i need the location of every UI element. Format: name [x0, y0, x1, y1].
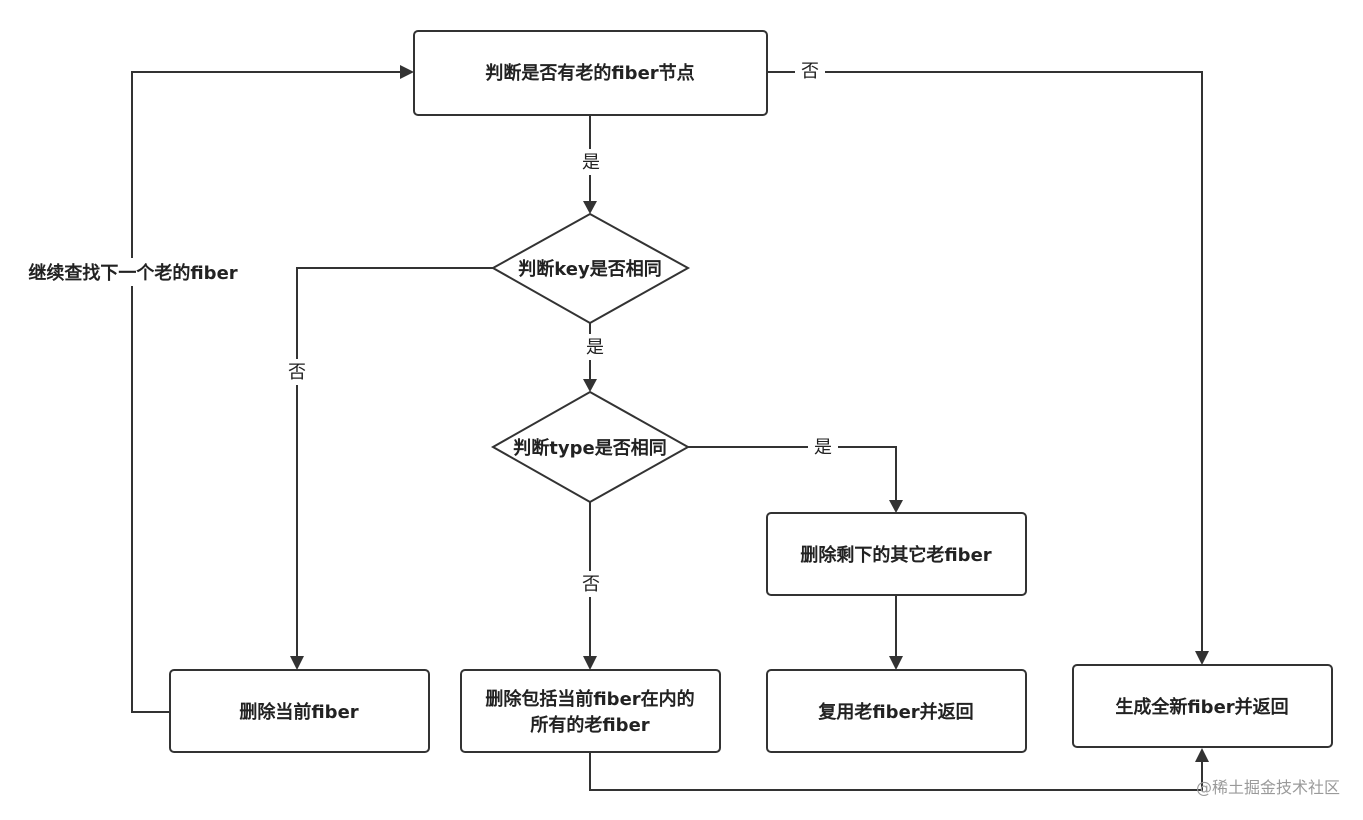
edge-label-key-no: 否: [288, 362, 306, 383]
node-check-key: 判断key是否相同: [490, 212, 691, 325]
arrowhead-reuse: [889, 656, 903, 670]
arrowhead-type: [583, 379, 597, 392]
arrowhead-delete-current: [290, 656, 304, 670]
edge-label-key-yes: 是: [586, 337, 604, 358]
watermark-text: @稀土掘金技术社区: [1196, 778, 1340, 797]
node-delete-current-label: 删除当前fiber: [239, 701, 358, 723]
node-delete-rest: 删除剩下的其它老fiber: [766, 512, 1027, 596]
node-create-new: 生成全新fiber并返回: [1072, 664, 1333, 748]
node-delete-rest-label: 删除剩下的其它老fiber: [800, 544, 991, 566]
node-create-new-label: 生成全新fiber并返回: [1115, 696, 1288, 718]
arrowhead-delete-all: [583, 656, 597, 670]
edge-label-old-no: 否: [801, 61, 819, 82]
node-delete-all: 删除包括当前fiber在内的 所有的老fiber: [460, 669, 721, 753]
edge-label-type-yes: 是: [814, 437, 832, 458]
node-check-old-fiber: 判断是否有老的fiber节点: [413, 30, 768, 116]
edge-key-no: [296, 267, 493, 660]
arrowhead-loop: [400, 65, 414, 79]
arrowhead-create-new-bottom: [1195, 748, 1209, 762]
edge-continue-loop: [131, 71, 404, 713]
edge-labels: 否 是 否 是 是 否 继续查找下一个老的fiber: [18, 58, 838, 597]
arrowhead-create-new: [1195, 651, 1209, 665]
arrowhead-delete-rest: [889, 500, 903, 513]
edge-old-no: [767, 71, 1203, 655]
node-delete-all-label-1: 删除包括当前fiber在内的: [485, 688, 694, 710]
node-check-key-label: 判断key是否相同: [518, 258, 661, 280]
edge-all-to-create: [589, 752, 1203, 791]
node-check-type: 判断type是否相同: [490, 390, 691, 504]
edge-label-continue-search: 继续查找下一个老的fiber: [28, 262, 237, 284]
connectors: [131, 65, 1209, 791]
edge-label-old-yes: 是: [582, 152, 600, 173]
edge-label-type-no: 否: [582, 574, 600, 595]
node-delete-all-label-2: 所有的老fiber: [530, 714, 649, 736]
node-check-type-label: 判断type是否相同: [513, 437, 666, 459]
node-delete-current: 删除当前fiber: [169, 669, 430, 753]
arrowhead-key: [583, 201, 597, 214]
node-reuse-old-label: 复用老fiber并返回: [817, 701, 973, 723]
node-reuse-old: 复用老fiber并返回: [766, 669, 1027, 753]
node-check-old-fiber-label: 判断是否有老的fiber节点: [485, 62, 694, 84]
edge-type-yes: [688, 446, 897, 504]
